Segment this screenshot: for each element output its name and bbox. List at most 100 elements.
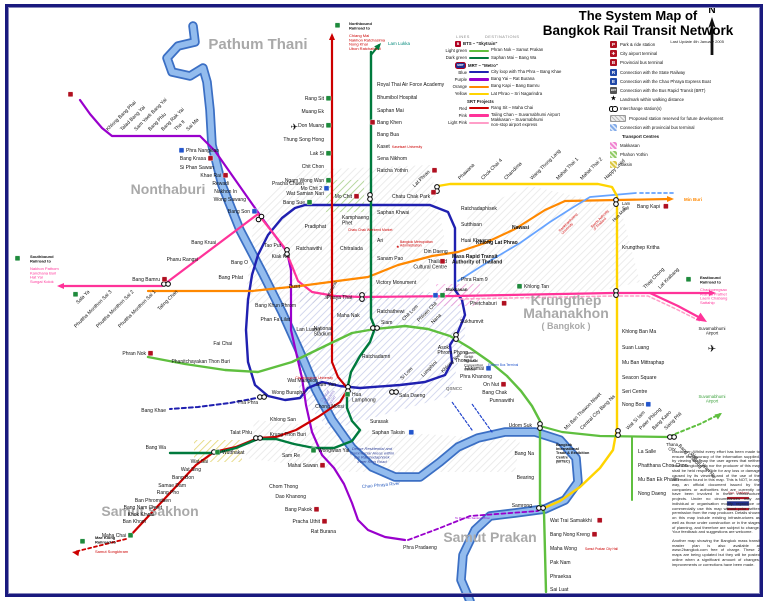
map-label: Seri Centre — [622, 389, 648, 395]
green-bus-terminal-icon — [325, 95, 332, 102]
map-label: Phraeksa — [550, 574, 571, 580]
red-terminal-icon — [501, 300, 507, 306]
map-label: Mo Chit 2 — [301, 186, 323, 192]
map-label: Eastern Bus Terminal — [488, 363, 519, 367]
disclaimer-paragraph-2: Another map showing the Bangkok mass tra… — [672, 537, 760, 567]
legend-symbol-label: Connection with the Bus Rapid Transit (B… — [620, 88, 706, 94]
line-lg-east-d — [669, 413, 721, 437]
interchange-station-icon — [537, 425, 543, 431]
legend-line-destination: Phran Nok – Samut Prakan — [491, 47, 544, 53]
bts-logo-icon: B — [455, 40, 461, 47]
map-label: Lam Lukka — [388, 41, 411, 46]
map-label: Pak Nam — [550, 560, 571, 566]
direction-arrow — [709, 290, 716, 296]
interchange-station-icon — [257, 435, 263, 441]
map-label: La Salle — [638, 449, 656, 455]
legend-symbol-label: Connection with the State Railway — [620, 69, 686, 75]
red-terminal-icon — [207, 155, 214, 162]
map-label: Bang Khae — [141, 408, 166, 414]
red-terminal-icon — [591, 531, 598, 537]
legend-line-swatch — [469, 121, 489, 124]
mrt-logo-icon: MRT — [455, 61, 466, 69]
map-label: Tha Phra — [237, 400, 258, 406]
legend-symbol-row: ★Landmark within walking distance — [610, 95, 762, 104]
map-label: Khlong Lat Phrao — [476, 240, 518, 246]
map-label: Sai Ma — [185, 117, 200, 132]
line-red-d — [73, 538, 127, 553]
landmark-within-walking-distance-icon: ★ — [610, 96, 617, 103]
legend-symbol-label: Taksin — [620, 161, 633, 167]
map-label: Bang Bua — [377, 132, 399, 138]
legend-line-destination: Rang Sit – Maha Chai — [491, 104, 534, 110]
map-label: Ratchadaphisek — [461, 206, 497, 212]
map-label: Phra Ram 9 — [461, 277, 488, 283]
map-label: Huai Khwang — [461, 238, 491, 244]
taksin-icon — [610, 160, 617, 168]
map-label: Bang Son — [228, 209, 250, 215]
interchange-station-icon — [453, 336, 459, 342]
legend-symbol-row: Connection with provincial bus terminal — [610, 123, 762, 132]
direction-arrow — [714, 413, 722, 420]
map-label: Siam — [381, 320, 392, 326]
zone — [299, 292, 466, 430]
map-label: Don Muang — [298, 123, 324, 129]
legend-lines-label: LINES — [456, 34, 470, 39]
map-label: Chit Chon — [302, 164, 324, 170]
map-label: Chok Chai 4 — [480, 158, 504, 182]
line-lg-east — [538, 424, 670, 439]
map-label: Phuttha Monthon Sai 3 — [73, 289, 113, 329]
map-label: Kaset — [377, 144, 390, 150]
map-label: Bang Sue — [283, 200, 305, 206]
legend-symbol-label: Connection with the Chao Phraya Express … — [620, 78, 711, 84]
line-purple — [78, 98, 407, 542]
map-label: Ban Phromdaen — [135, 498, 171, 504]
red-terminal-icon — [431, 167, 438, 174]
legend-symbols-header: Transport Centres — [622, 133, 660, 139]
legend-line-destination: Bang Kapi – Bang Bamru — [491, 83, 540, 89]
map-label: Ngam Wong Wan — [285, 178, 324, 184]
map-label: Ratcha Yothin — [377, 168, 408, 174]
legend-symbol-label: Connection with provincial bus terminal — [620, 124, 695, 130]
map-label: Bang Wa — [146, 445, 167, 451]
legend-line-color-name: Light green — [445, 48, 467, 54]
line-boat1 — [451, 401, 473, 431]
green-bus-terminal-icon — [685, 276, 692, 282]
direction-arrow — [57, 283, 64, 289]
map-label: Chao Phraya River — [362, 481, 401, 489]
legend-line-swatch — [469, 92, 489, 95]
red-terminal-icon — [353, 193, 360, 200]
legend-symbol-label: Makkasan — [620, 143, 640, 149]
map-label: Maha Wong — [550, 546, 577, 552]
map-label: Kasetsart University — [392, 145, 422, 149]
map-label: Dusit — [289, 284, 301, 290]
map-label: Bang Na — [515, 451, 535, 457]
map-label: Sala Daeng — [399, 393, 425, 399]
map-label: Bang O — [231, 260, 248, 266]
map-label: ✈ — [290, 122, 298, 132]
legend-line-color-name: Yellow — [454, 91, 467, 97]
map-label: Khae Rai — [200, 173, 221, 179]
legend-symbol-row: Interchange station(s) — [609, 104, 762, 113]
proposed-station-reserved-for-future-development-icon — [610, 114, 626, 122]
interchange-station-icon — [284, 251, 290, 257]
map-label: Rewadi — [212, 181, 229, 187]
map-label: On Nut — [483, 382, 499, 388]
map-label: Suan Luang — [622, 345, 649, 351]
map-label: Sam Re — [282, 453, 300, 459]
map-label: Victory Monument — [376, 280, 417, 286]
map-label: Bang Pakok — [285, 507, 312, 513]
map-label: Ekkamai — [465, 366, 484, 372]
line-lightgreen — [146, 324, 548, 594]
map-label: Phatthana Chon Chon — [638, 463, 688, 469]
map-label: Sanam Pao — [377, 256, 403, 262]
